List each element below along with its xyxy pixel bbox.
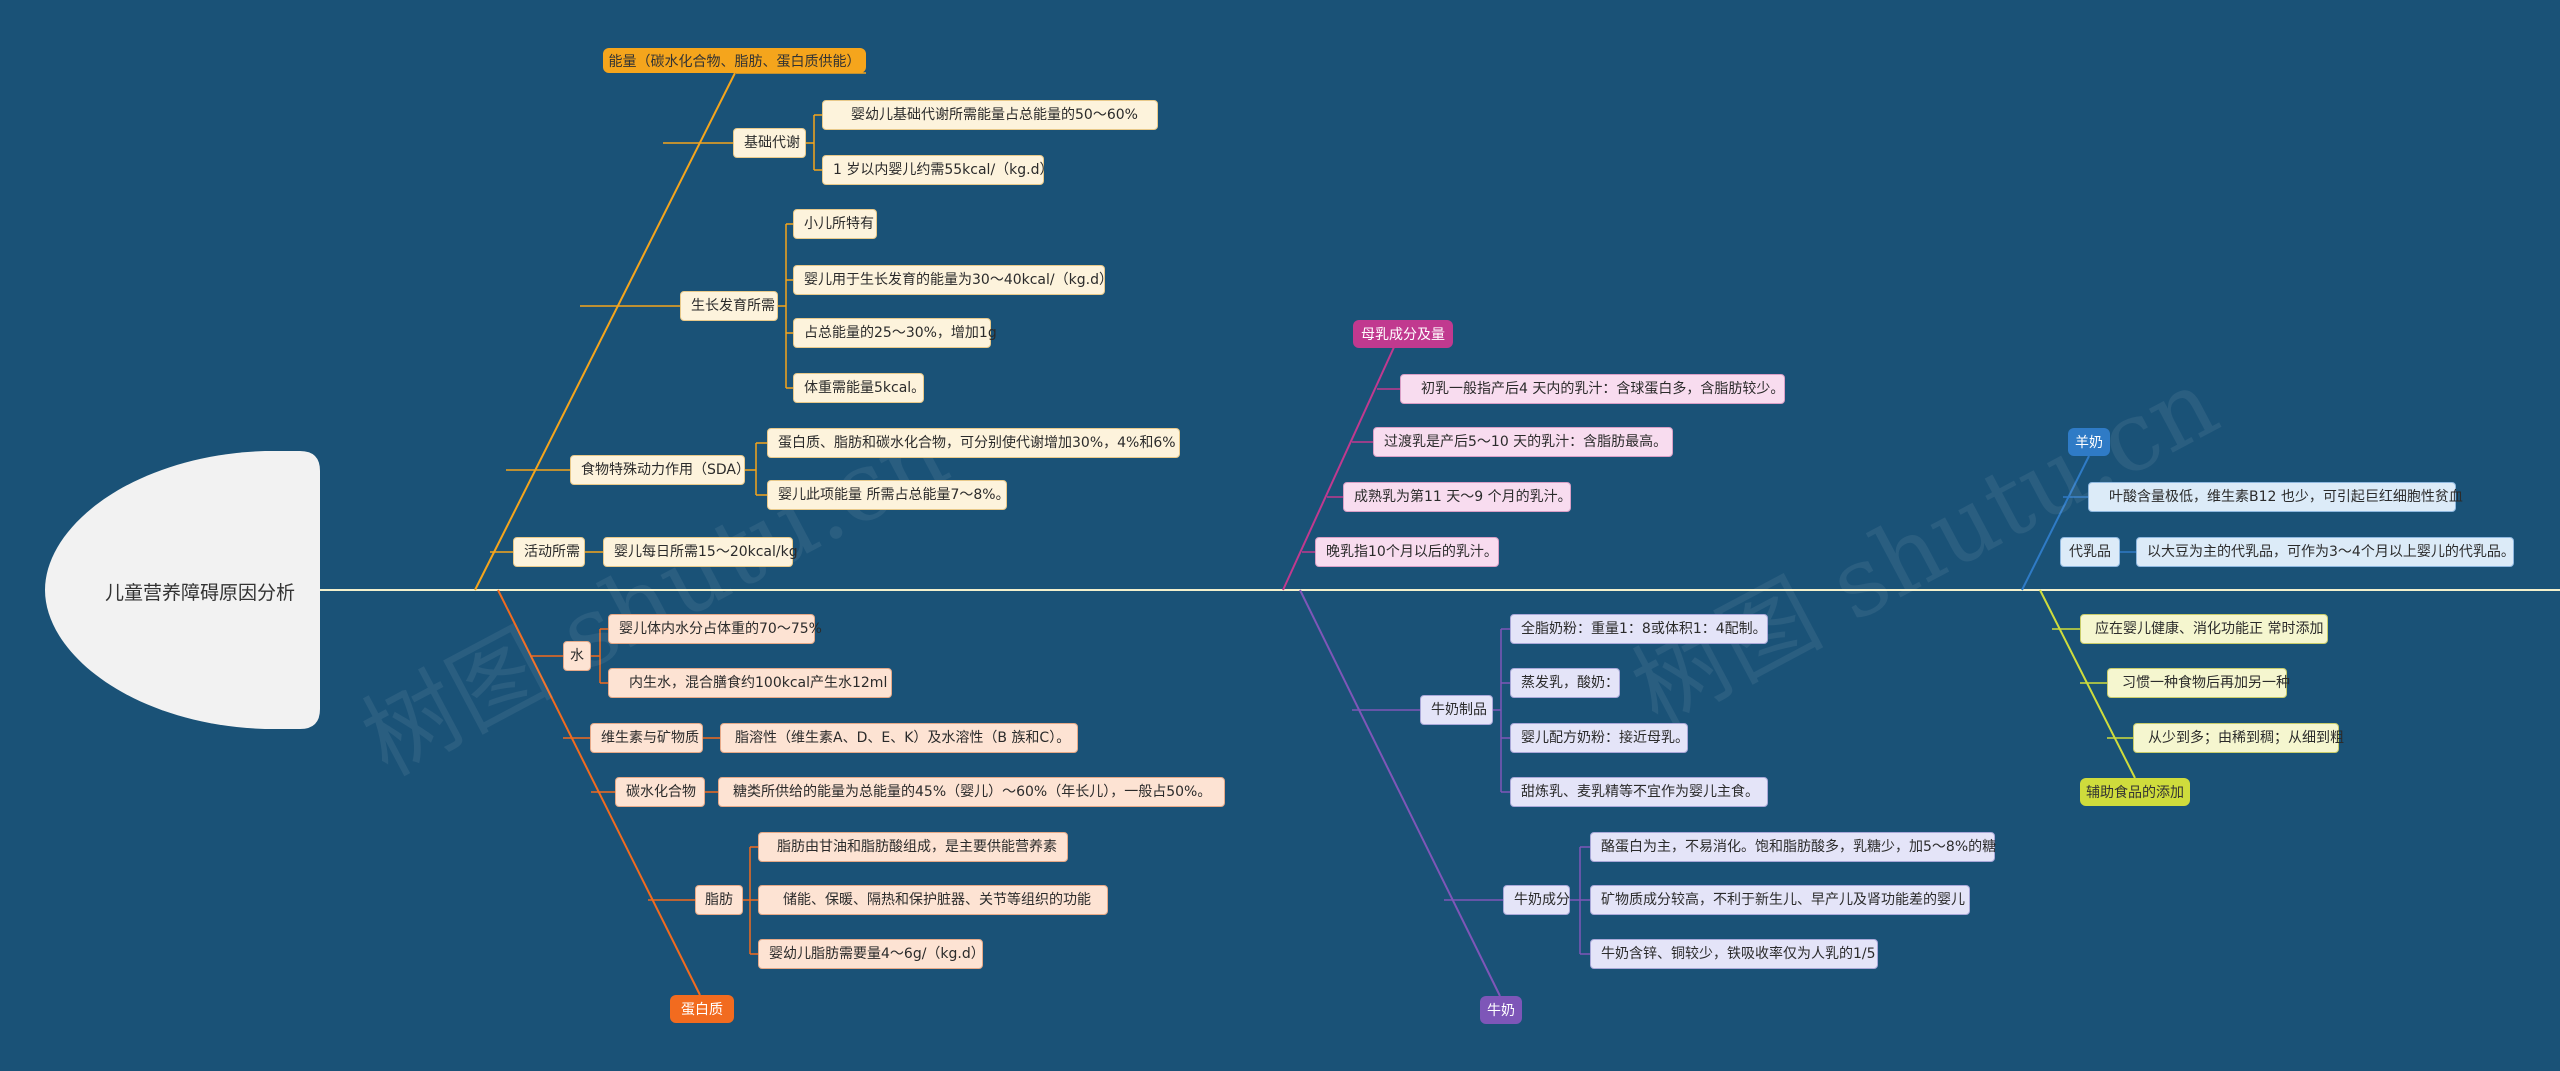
- item-node[interactable]: 脂肪由甘油和脂肪酸组成，是主要供能营养素: [758, 832, 1068, 862]
- category-energy[interactable]: 能量（碳水化合物、脂肪、蛋白质供能）: [603, 48, 866, 73]
- item-node[interactable]: 婴儿体内水分占体重的70～75%: [608, 614, 822, 644]
- item-node[interactable]: 酪蛋白为主，不易消化。饱和脂肪酸多，乳糖少，加5～8%的糖: [1590, 832, 1996, 862]
- item-node[interactable]: 甜炼乳、麦乳精等不宜作为婴儿主食。: [1510, 777, 1768, 807]
- item-node[interactable]: 成熟乳为第11 天～9 个月的乳汁。: [1343, 482, 1572, 512]
- group-growth[interactable]: 生长发育所需: [680, 291, 778, 321]
- item-node[interactable]: 婴幼儿脂肪需要量4～6g/（kg.d）: [758, 939, 985, 969]
- item-node[interactable]: 婴儿用于生长发育的能量为30～40kcal/（kg.d）: [793, 265, 1113, 295]
- item-node[interactable]: 晚乳指10个月以后的乳汁。: [1315, 537, 1499, 567]
- item-node[interactable]: 叶酸含量极低，维生素B12 也少，可引起巨红细胞性贫血: [2088, 482, 2463, 512]
- group-milk-composition[interactable]: 牛奶成分: [1503, 885, 1570, 915]
- item-node[interactable]: 婴幼儿基础代谢所需能量占总能量的50～60%: [822, 100, 1158, 130]
- diagram-title[interactable]: 儿童营养障碍原因分析: [105, 582, 296, 604]
- item-node[interactable]: 蒸发乳，酸奶：: [1510, 668, 1620, 698]
- category-supplementary-food[interactable]: 辅助食品的添加: [2080, 778, 2190, 806]
- category-protein[interactable]: 蛋白质: [670, 995, 734, 1023]
- group-sda[interactable]: 食物特殊动力作用（SDA）: [570, 455, 750, 485]
- item-node[interactable]: 全脂奶粉：重量1：8或体积1：4配制。: [1510, 614, 1768, 644]
- item-node[interactable]: 占总能量的25～30%，增加1g: [793, 318, 997, 348]
- item-node[interactable]: 储能、保暖、隔热和保护脏器、关节等组织的功能: [758, 885, 1108, 915]
- category-goat-milk[interactable]: 羊奶: [2068, 428, 2110, 456]
- item-node[interactable]: 从少到多；由稀到稠；从细到粗: [2133, 723, 2344, 753]
- item-node[interactable]: 过渡乳是产后5～10 天的乳汁：含脂肪最高。: [1373, 427, 1673, 457]
- item-node[interactable]: 内生水，混合膳食约100kcal产生水12ml: [608, 668, 892, 698]
- group-activity[interactable]: 活动所需: [513, 537, 585, 567]
- item-node[interactable]: 婴儿配方奶粉：接近母乳。: [1510, 723, 1689, 753]
- item-node[interactable]: 牛奶含锌、铜较少，铁吸收率仅为人乳的1/5: [1590, 939, 1878, 969]
- category-cow-milk[interactable]: 牛奶: [1480, 996, 1522, 1024]
- connector-line: [2039, 589, 2136, 779]
- item-node[interactable]: 矿物质成分较高，不利于新生儿、早产儿及肾功能差的婴儿: [1590, 885, 1970, 915]
- item-node[interactable]: 婴儿此项能量 所需占总能量7～8%。: [767, 480, 1010, 510]
- item-node[interactable]: 初乳一般指产后4 天内的乳汁：含球蛋白多，含脂肪较少。: [1400, 374, 1785, 404]
- item-node[interactable]: 糖类所供给的能量为总能量的45%（婴儿）～60%（年长儿），一般占50%。: [718, 777, 1225, 807]
- group-water[interactable]: 水: [563, 641, 591, 671]
- item-node[interactable]: 婴儿每日所需15～20kcal/kg: [603, 537, 798, 567]
- group-vitamins-minerals[interactable]: 维生素与矿物质: [590, 723, 703, 753]
- item-node[interactable]: 习惯一种食物后再加另一种: [2107, 668, 2290, 698]
- item-node[interactable]: 蛋白质、脂肪和碳水化合物，可分别使代谢增加30%，4%和6%: [767, 428, 1180, 458]
- connector-line: [1299, 589, 1501, 997]
- group-milk-substitute[interactable]: 代乳品: [2060, 537, 2120, 567]
- connector-line: [1282, 333, 1401, 591]
- group-basal-metabolism[interactable]: 基础代谢: [733, 128, 806, 158]
- item-node[interactable]: 体重需能量5kcal。: [793, 373, 925, 403]
- item-node[interactable]: 以大豆为主的代乳品，可作为3～4个月以上婴儿的代乳品。: [2136, 537, 2515, 567]
- category-breast-milk[interactable]: 母乳成分及量: [1353, 320, 1453, 348]
- group-milk-products[interactable]: 牛奶制品: [1420, 695, 1493, 725]
- item-node[interactable]: 脂溶性（维生素A、D、E、K）及水溶性（B 族和C）。: [720, 723, 1078, 753]
- connector-line: [474, 72, 736, 591]
- item-node[interactable]: 应在婴儿健康、消化功能正 常时添加: [2080, 614, 2328, 644]
- connector-line: [2021, 455, 2090, 591]
- fish-head-shape: [45, 451, 320, 729]
- group-fat[interactable]: 脂肪: [695, 885, 743, 915]
- group-carbohydrates[interactable]: 碳水化合物: [615, 777, 705, 807]
- item-node[interactable]: 小儿所特有: [793, 209, 877, 239]
- item-node[interactable]: 1 岁以内婴儿约需55kcal/（kg.d）: [822, 155, 1054, 185]
